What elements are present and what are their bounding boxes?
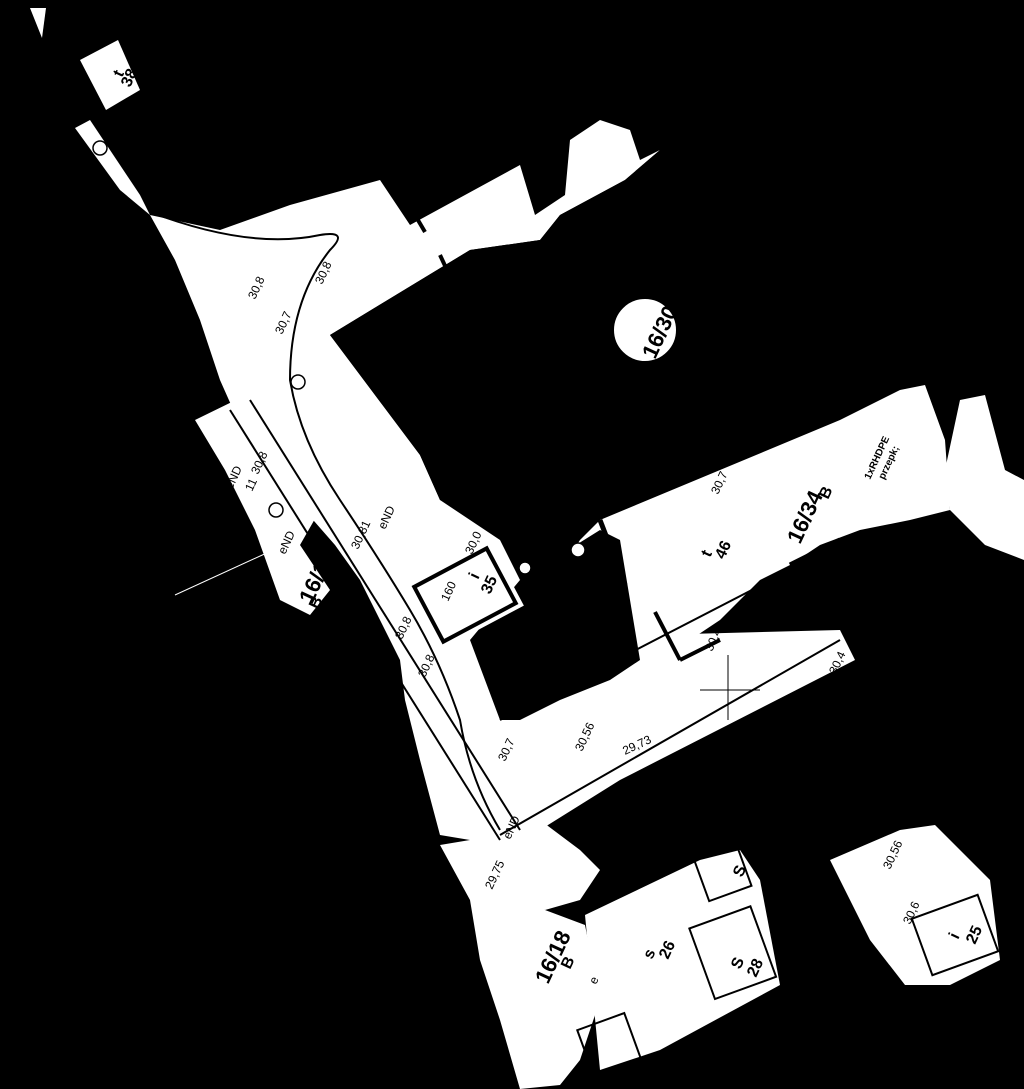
boundary-line-b [249,399,521,831]
building-26-floors: 26 [656,938,679,961]
parcel-strip-16-19 [195,398,330,615]
building-28-outline [688,905,778,1001]
trees [92,140,586,575]
building-38-shape [80,40,140,110]
dash-2 [848,537,907,573]
code-11: 11 [242,476,260,494]
bottom-box [575,1011,645,1084]
tree-icon-4 [92,140,108,156]
tree-icon-5 [518,561,532,575]
tree-icon-3 [570,542,586,558]
utility-line [499,639,841,836]
survey-lines [149,211,1000,1084]
building-26-28-area [585,850,780,1070]
parcel-16-18-area [440,835,600,1089]
dash-1 [758,597,802,623]
central-dark-block [470,530,640,720]
tick-2 [438,254,449,271]
fence-mark-2 [653,611,682,661]
building-25-floors: 25 [963,923,986,946]
main-street-area [150,120,950,910]
building-35-use: i [466,570,483,581]
building-25-area [830,825,1000,985]
outside-line [174,539,296,596]
building-28-floors: 28 [744,956,767,979]
parcel-16-30-circle [612,297,678,363]
building-25-use: i [946,930,963,941]
tree-icon-2 [268,502,284,518]
building-46-floors: 46 [712,538,735,561]
boundary-line-c [499,559,811,721]
right-edge-area [945,395,1024,560]
fence-mark-3 [679,638,721,662]
building-38-floors: 38 [118,66,141,89]
carved-areas [330,150,760,720]
tick-1 [413,213,427,234]
boundary-line-a [229,409,501,841]
curb-line [149,211,501,831]
tree-icon-1 [290,374,306,390]
small-box-s [692,842,753,903]
building-25-outline [910,893,1000,977]
parcel-16-30-block [330,150,760,505]
building-35-floors: 35 [478,573,501,596]
dash-3 [788,537,842,568]
fence-mark-1 [597,519,628,586]
corner-mark [30,8,46,38]
building-35-fill [416,551,514,639]
